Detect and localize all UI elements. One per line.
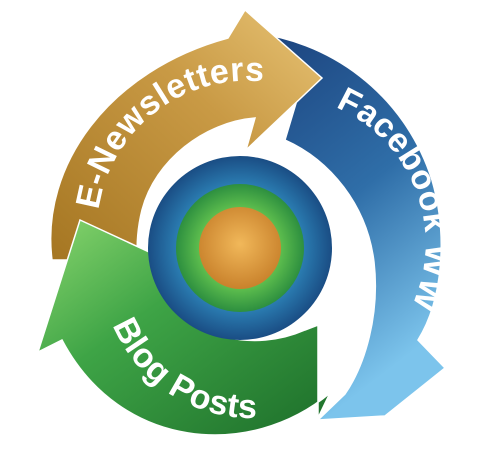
center-core [199,207,281,289]
facebook-arrow-segment [242,31,447,421]
blog-posts-arrow-segment [36,218,331,436]
enewsletters-arrow-segment [50,8,324,261]
